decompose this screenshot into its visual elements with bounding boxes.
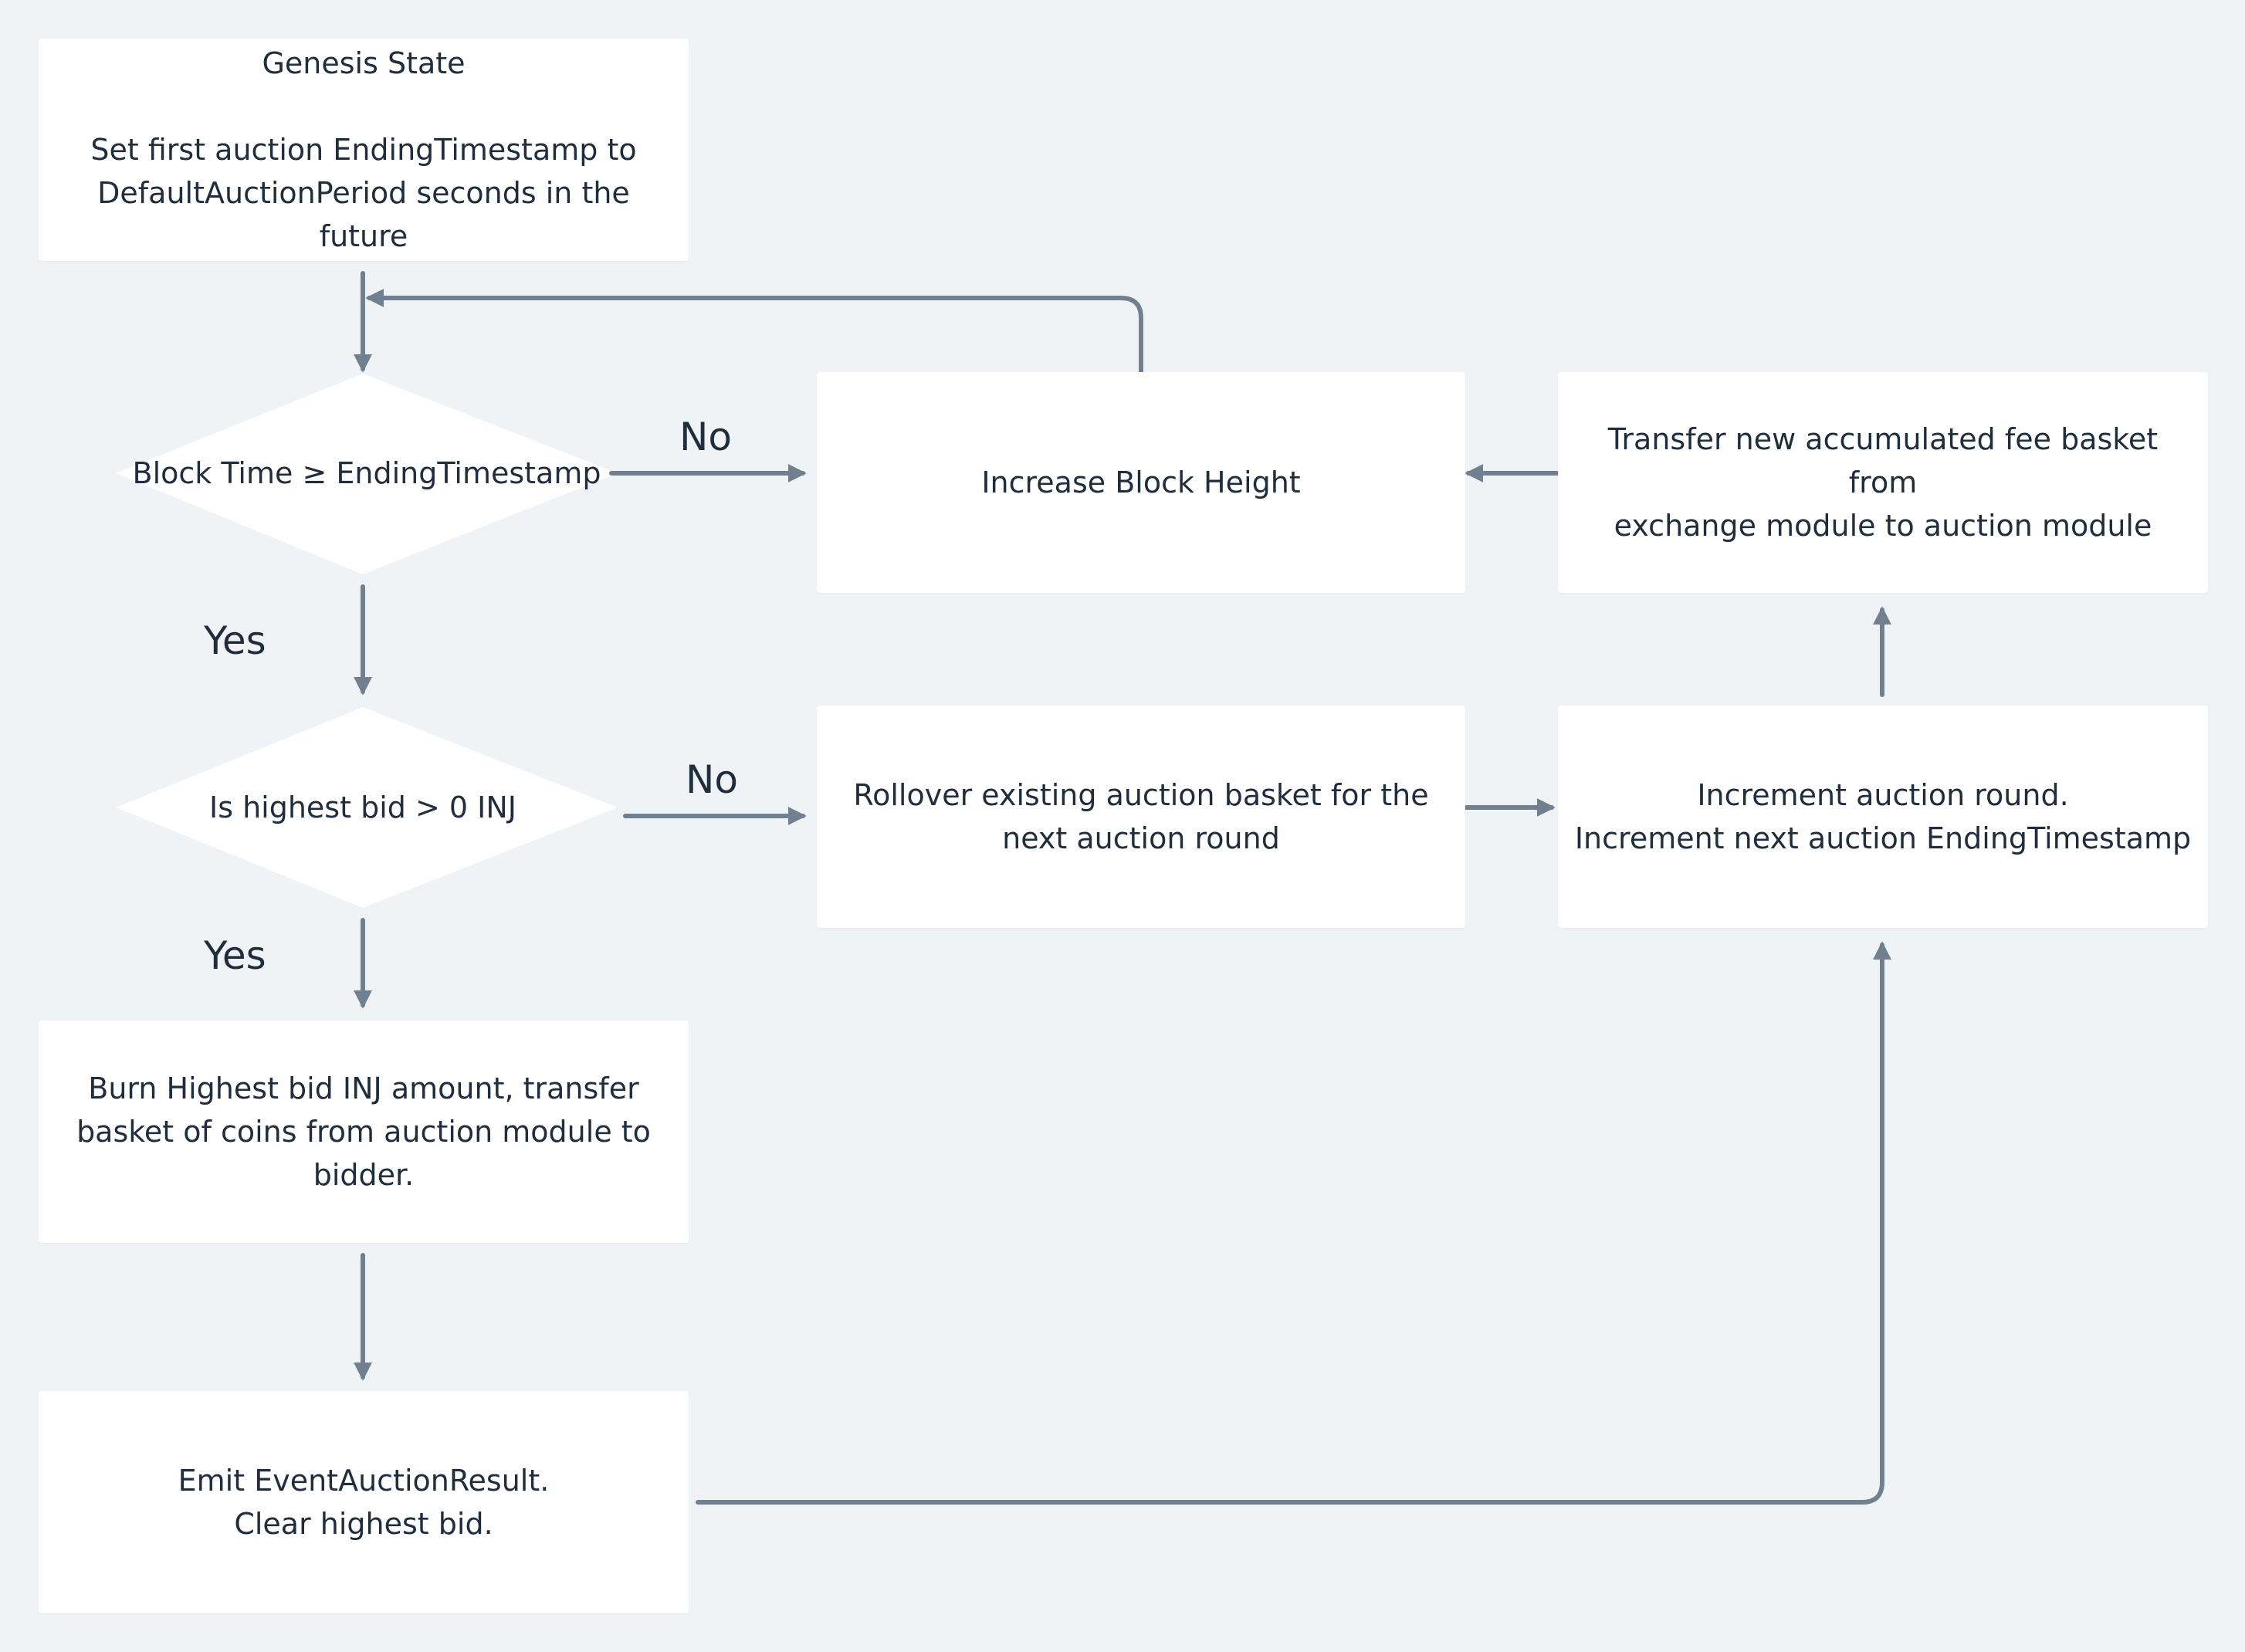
block-time-diamond [116,374,618,574]
edge-label-block-time-no: No [679,415,732,459]
rollover-line2: next auction round [1002,821,1280,855]
increment-round-line2: Increment next auction EndingTimestamp [1574,821,2192,855]
highest-bid-diamond [116,707,618,908]
highest-bid-check-node: Is highest bid > 0 INJ [116,784,610,831]
block-time-check-node: Block Time ≥ EndingTimestamp [116,450,618,496]
increase-block-height-label: Increase Block Height [981,465,1301,499]
block-time-check-label: Block Time ≥ EndingTimestamp [132,456,601,490]
increase-block-height-node: Increase Block Height [817,372,1465,593]
increment-round-line1: Increment auction round. [1697,778,2069,812]
edge-label-highest-bid-no: No [686,757,738,802]
highest-bid-check-label: Is highest bid > 0 INJ [209,790,516,824]
edge-height-loop-back [365,289,1143,374]
genesis-title: Genesis State [262,46,466,80]
genesis-line1: Set first auction EndingTimestamp to [90,133,637,167]
genesis-state-node: Genesis State Set first auction EndingTi… [39,39,689,261]
edge-label-highest-bid-yes: Yes [204,933,266,978]
emit-result-line2: Clear highest bid. [234,1507,493,1541]
burn-bid-line2: basket of coins from auction module to [76,1115,651,1149]
emit-result-line1: Emit EventAuctionResult. [178,1464,550,1498]
genesis-line2: DefaultAuctionPeriod seconds in the futu… [97,176,630,253]
edge-emit-to-increment [696,941,1891,1505]
burn-bid-node: Burn Highest bid INJ amount, transfer ba… [39,1021,689,1243]
edge-label-block-time-yes: Yes [204,618,266,663]
rollover-line1: Rollover existing auction basket for the [853,778,1429,812]
increment-round-node: Increment auction round. Increment next … [1558,706,2208,928]
emit-result-node: Emit EventAuctionResult. Clear highest b… [39,1391,689,1613]
burn-bid-line1: Burn Highest bid INJ amount, transfer [88,1071,639,1105]
transfer-fees-line2: exchange module to auction module [1613,509,2152,543]
transfer-fees-node: Transfer new accumulated fee basket from… [1558,372,2208,593]
burn-bid-line3: bidder. [313,1158,415,1192]
rollover-node: Rollover existing auction basket for the… [817,706,1465,928]
transfer-fees-line1: Transfer new accumulated fee basket from [1607,422,2159,499]
